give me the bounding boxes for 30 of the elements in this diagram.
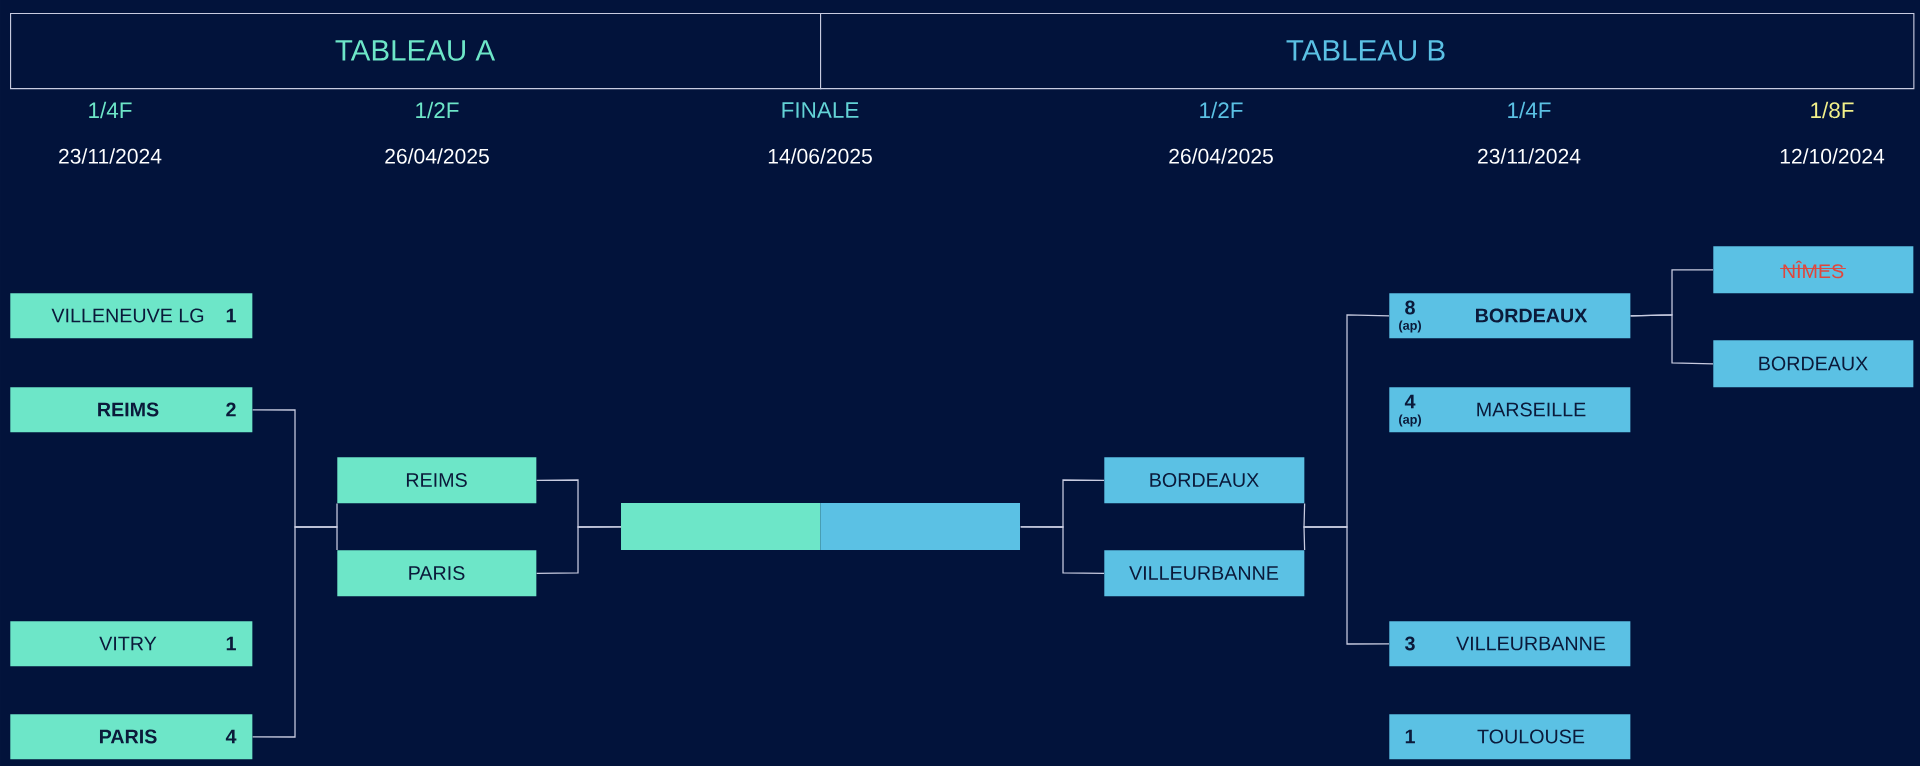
team-box: 1 TOULOUSE [1389,714,1631,760]
bracket-line [1303,526,1390,645]
team-box: 3 VILLEURBANNE [1389,621,1631,667]
team-box: VILLEURBANNE [1104,550,1305,597]
date-label: 26/04/2025 [385,148,489,164]
team-box: VILLENEUVE LG 1 [10,293,253,339]
team-box: BORDEAUX [1713,340,1914,388]
team-box: 4 (ap) MARSEILLE [1389,387,1631,433]
team-box: 8 (ap) BORDEAUX [1389,293,1631,339]
bracket-line [536,526,622,574]
date-label: 23/11/2024 [1478,148,1581,164]
header-cell: TABLEAU A [10,13,822,90]
date-label: 23/11/2024 [59,148,162,164]
team-box: PARIS [337,550,537,597]
bracket-line [1303,314,1390,528]
date-label: 26/04/2025 [1169,148,1273,164]
bracket-line [1020,526,1105,574]
date-label: 12/10/2024 [1780,148,1885,164]
team-box: PARIS 4 [10,714,253,760]
final-box [621,503,1020,550]
team-box: REIMS [337,457,537,504]
bracket-line [252,526,338,738]
header-cell: TABLEAU B [820,13,1915,90]
team-box: REIMS 2 [10,387,253,433]
bracket-line [1630,314,1714,365]
team-box: BORDEAUX [1104,457,1305,504]
team-box: VITRY 1 [10,621,253,667]
round-label: FINALE [782,102,859,118]
bracket-line [252,409,338,528]
date-label: 14/06/2025 [768,148,872,164]
